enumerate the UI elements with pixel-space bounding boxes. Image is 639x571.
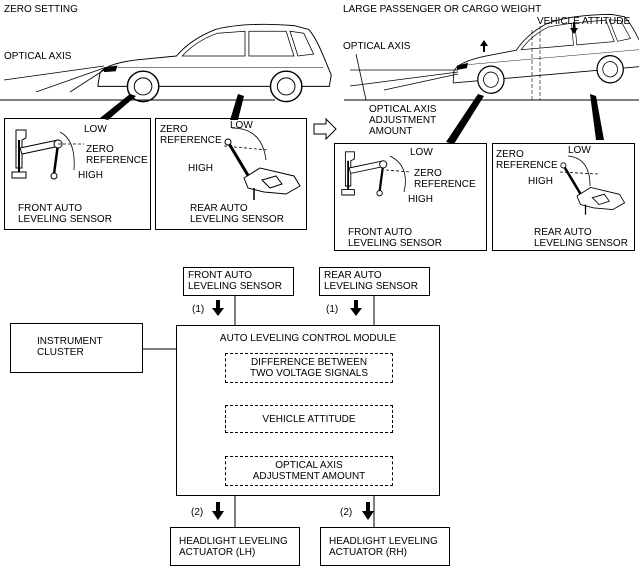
rear-sensor-box-label: REAR AUTO LEVELING SENSOR [324,270,418,292]
front-sensor-box: FRONT AUTO LEVELING SENSOR [183,267,294,296]
right-rear-high-label: HIGH [528,176,553,187]
rear-high-label: HIGH [188,163,213,174]
right-car [344,9,639,101]
difference-step-box: DIFFERENCE BETWEEN TWO VOLTAGE SIGNALS [225,353,393,383]
right-leader-wedges [446,94,604,144]
right-front-high-label: HIGH [408,194,433,205]
transition-arrow [313,117,337,141]
rear-low-label: LOW [230,120,253,131]
rear-sensor-panel-left [155,118,307,230]
rear-sensor-box: REAR AUTO LEVELING SENSOR [319,267,430,296]
right-rear-low-label: LOW [568,145,591,156]
right-optical-axis-label: OPTICAL AXIS [343,41,411,52]
right-weight-arrows [480,22,578,52]
actuator-lh-label: HEADLIGHT LEVELING ACTUATOR (LH) [179,536,288,558]
rear-sensor-caption-left: REAR AUTO LEVELING SENSOR [190,203,284,225]
front-sensor-caption-left: FRONT AUTO LEVELING SENSOR [18,203,112,225]
right-front-zero-reference-label: ZERO REFERENCE [414,168,476,190]
right-front-low-label: LOW [410,147,433,158]
angle-marks [58,127,599,193]
left-optical-axis-label: OPTICAL AXIS [4,51,72,62]
difference-step-label: DIFFERENCE BETWEEN TWO VOLTAGE SIGNALS [250,357,368,379]
zero-setting-title: ZERO SETTING [4,4,78,15]
adjustment-step-label: OPTICAL AXIS ADJUSTMENT AMOUNT [252,460,366,482]
signal-2-left: (2) [191,507,204,518]
front-sensor-caption-right: FRONT AUTO LEVELING SENSOR [348,227,442,249]
instrument-cluster-label: INSTRUMENT CLUSTER [37,336,103,358]
actuator-rh-box: HEADLIGHT LEVELING ACTUATOR (RH) [320,527,450,566]
front-sensor-box-label: FRONT AUTO LEVELING SENSOR [188,270,282,292]
left-optical-axis-beams [3,65,105,93]
right-rear-zero-reference-label: ZERO REFERENCE [496,149,558,171]
attitude-step-label: VEHICLE ATTITUDE [262,414,356,425]
front-sensor-panel-left [4,118,151,230]
vehicle-attitude-label: VEHICLE ATTITUDE [537,16,631,27]
front-low-label: LOW [84,124,107,135]
rear-zero-reference-label: ZERO REFERENCE [160,124,222,146]
large-weight-title: LARGE PASSENGER OR CARGO WEIGHT [343,4,542,15]
signal-2-right: (2) [340,507,353,518]
actuator-rh-label: HEADLIGHT LEVELING ACTUATOR (RH) [329,536,438,558]
right-optical-axis-beams [349,53,459,101]
attitude-step-box: VEHICLE ATTITUDE [225,405,393,433]
adjustment-amount-label: OPTICAL AXIS ADJUSTMENT AMOUNT [369,104,437,137]
front-sensor-panel-right [334,143,487,251]
rear-sensor-caption-right: REAR AUTO LEVELING SENSOR [534,227,628,249]
control-module-title: AUTO LEVELING CONTROL MODULE [219,333,397,344]
signal-1-right: (1) [326,304,339,315]
instrument-cluster-box: INSTRUMENT CLUSTER [10,323,143,373]
signal-1-left: (1) [192,304,205,315]
actuator-lh-box: HEADLIGHT LEVELING ACTUATOR (LH) [170,527,300,566]
front-high-label: HIGH [78,170,103,181]
left-leader-wedges [100,94,244,120]
left-car [0,23,332,103]
rear-sensor-panel-right [492,143,635,251]
front-zero-reference-label: ZERO REFERENCE [86,144,148,166]
adjustment-step-box: OPTICAL AXIS ADJUSTMENT AMOUNT [225,456,393,486]
